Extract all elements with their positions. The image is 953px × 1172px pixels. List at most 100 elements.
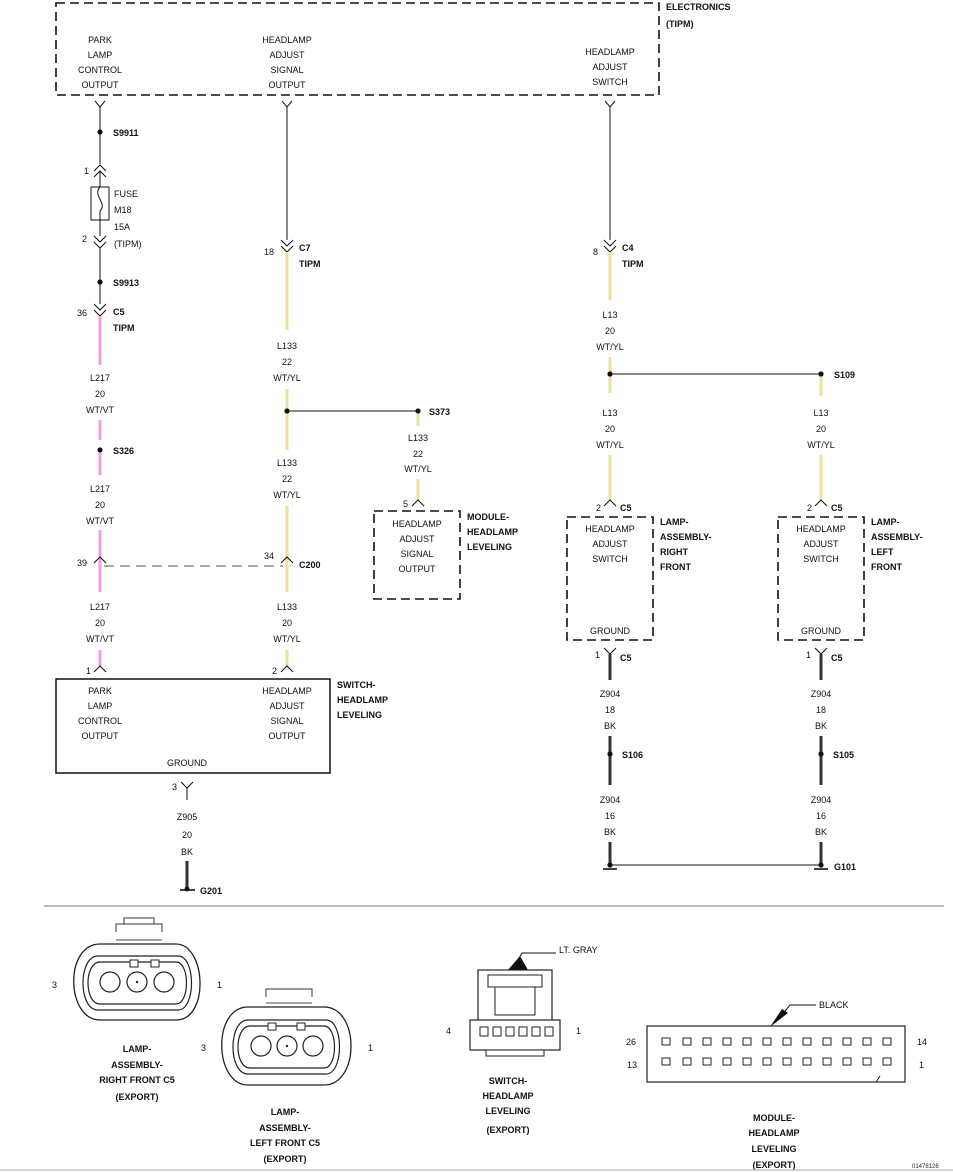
svg-text:3: 3 <box>52 980 57 990</box>
svg-text:ASSEMBLY-: ASSEMBLY- <box>111 1060 163 1070</box>
svg-text:16: 16 <box>816 811 826 821</box>
svg-text:HEADLAMP: HEADLAMP <box>337 695 388 705</box>
svg-text:Z904: Z904 <box>600 689 621 699</box>
module-pin-grid <box>661 1037 892 1066</box>
wire-l217-1-label: L217 20 WT/VT <box>86 373 114 415</box>
c5-tipm-sub: TIPM <box>113 323 135 333</box>
svg-text:BK: BK <box>181 847 193 857</box>
middle-circuit: 18 C7 TIPM L133 22 WT/YL S373 L133 22 WT… <box>264 100 450 676</box>
svg-text:LAMP-: LAMP- <box>271 1107 300 1117</box>
splice-s326 <box>97 447 103 453</box>
svg-text:OUTPUT: OUTPUT <box>269 80 307 90</box>
svg-text:BK: BK <box>815 721 827 731</box>
module-connector-color: BLACK <box>819 1000 849 1010</box>
wire-l13-2-right-label: L13 20 WT/YL <box>807 408 835 450</box>
svg-text:L133: L133 <box>408 433 428 443</box>
splice-s373-label: S373 <box>429 407 450 417</box>
svg-text:WT/YL: WT/YL <box>596 342 624 352</box>
right-circuit: 8 C4 TIPM L13 20 WT/YL S109 L13 20 WT/YL… <box>593 100 855 513</box>
svg-text:SIGNAL: SIGNAL <box>400 549 433 559</box>
svg-text:LEVELING: LEVELING <box>751 1144 796 1154</box>
svg-text:22: 22 <box>282 474 292 484</box>
svg-text:SWITCH: SWITCH <box>803 554 839 564</box>
svg-text:CONTROL: CONTROL <box>78 716 122 726</box>
svg-text:BK: BK <box>815 827 827 837</box>
switch-pin-2: 2 <box>272 666 277 676</box>
svg-text:(EXPORT): (EXPORT) <box>752 1160 795 1170</box>
splice-s105 <box>818 751 824 757</box>
svg-text:FRONT: FRONT <box>660 562 691 572</box>
svg-text:C5: C5 <box>831 653 843 663</box>
svg-text:18: 18 <box>605 705 615 715</box>
svg-text:20: 20 <box>605 326 615 336</box>
svg-text:Z904: Z904 <box>811 795 832 805</box>
svg-text:PARK: PARK <box>88 35 112 45</box>
svg-text:WT/YL: WT/YL <box>404 464 432 474</box>
splice-s109-label: S109 <box>834 370 855 380</box>
svg-text:ADJUST: ADJUST <box>399 534 435 544</box>
module-box <box>373 510 461 600</box>
svg-text:LAMP-: LAMP- <box>123 1044 152 1054</box>
module-headlamp-leveling: HEADLAMP ADJUST SIGNAL OUTPUT MODULE- HE… <box>373 510 518 600</box>
svg-text:HEADLAMP: HEADLAMP <box>585 524 635 534</box>
splice-s9911-label: S9911 <box>113 128 139 138</box>
switch-gnd-pin: 3 <box>172 782 177 792</box>
svg-text:HEADLAMP: HEADLAMP <box>467 527 518 537</box>
svg-text:HEADLAMP: HEADLAMP <box>749 1128 800 1138</box>
svg-text:BK: BK <box>604 721 616 731</box>
svg-text:WT/YL: WT/YL <box>273 373 301 383</box>
tipm-park-lamp-label: PARK LAMP CONTROL OUTPUT <box>78 35 122 90</box>
rf-pin-2: 2 <box>596 503 601 513</box>
splice-s106 <box>607 751 613 757</box>
switch-pin-1: 1 <box>86 666 91 676</box>
module-pin-5: 5 <box>403 499 408 509</box>
wire-l133-3-label: L133 20 WT/YL <box>273 602 301 644</box>
svg-text:ADJUST: ADJUST <box>592 539 628 549</box>
connector-view-module-leveling: BLACK 26 14 13 1 MODULE- HEADLAMP LEVELI… <box>626 1000 927 1170</box>
c7-pin: 18 <box>264 247 274 257</box>
right-ground-circuit: 1 C5 1 C5 Z904 18 BK Z904 18 BK S106 S10… <box>595 647 856 872</box>
svg-text:22: 22 <box>413 449 423 459</box>
switch-headlamp-leveling: PARK LAMP CONTROL OUTPUT HEADLAMP ADJUST… <box>55 678 388 896</box>
svg-text:(TIPM): (TIPM) <box>114 239 142 249</box>
c5-tipm-pin: 36 <box>77 308 87 318</box>
tipm-module: ELECTRONICS (TIPM) PARK LAMP CONTROL OUT… <box>55 2 731 96</box>
switch-connector-color: LT. GRAY <box>559 945 598 955</box>
svg-text:HEADLAMP: HEADLAMP <box>392 519 442 529</box>
svg-text:13: 13 <box>627 1060 637 1070</box>
lf-box <box>777 516 865 641</box>
svg-text:(EXPORT): (EXPORT) <box>486 1125 529 1135</box>
svg-text:LEVELING: LEVELING <box>467 542 512 552</box>
svg-text:SWITCH: SWITCH <box>592 554 628 564</box>
svg-text:ASSEMBLY-: ASSEMBLY- <box>660 532 712 542</box>
splice-s109 <box>818 371 824 377</box>
svg-text:SWITCH-: SWITCH- <box>337 680 376 690</box>
wire-l217-3-label: L217 20 WT/VT <box>86 602 114 644</box>
tipm-title-2: (TIPM) <box>666 19 694 29</box>
svg-text:WT/VT: WT/VT <box>86 405 114 415</box>
svg-text:LEFT: LEFT <box>871 547 894 557</box>
svg-text:WT/YL: WT/YL <box>596 440 624 450</box>
svg-text:LAMP: LAMP <box>88 50 113 60</box>
svg-text:L133: L133 <box>277 458 297 468</box>
ground-g201-label: G201 <box>200 886 222 896</box>
svg-text:L217: L217 <box>90 373 110 383</box>
wire-l133-branch-label: L133 22 WT/YL <box>404 433 432 474</box>
svg-text:L133: L133 <box>277 602 297 612</box>
svg-text:MODULE-: MODULE- <box>467 512 509 522</box>
svg-text:LEVELING: LEVELING <box>485 1106 530 1116</box>
svg-text:SIGNAL: SIGNAL <box>270 65 303 75</box>
svg-text:OUTPUT: OUTPUT <box>399 564 437 574</box>
svg-text:CONTROL: CONTROL <box>78 65 122 75</box>
connector-view-lf-c5: 3 1 LAMP- ASSEMBLY- LEFT FRONT C5 (EXPOR… <box>201 988 373 1164</box>
svg-text:HEADLAMP: HEADLAMP <box>483 1091 534 1101</box>
svg-text:LEFT FRONT C5: LEFT FRONT C5 <box>250 1138 320 1148</box>
svg-text:WT/VT: WT/VT <box>86 516 114 526</box>
wire-l217-2-label: L217 20 WT/VT <box>86 484 114 526</box>
svg-text:ASSEMBLY-: ASSEMBLY- <box>259 1123 311 1133</box>
c200-label: C200 <box>299 560 321 570</box>
c200-pin-34: 34 <box>264 551 274 561</box>
svg-text:GROUND: GROUND <box>801 626 841 636</box>
svg-text:ADJUST: ADJUST <box>269 701 305 711</box>
